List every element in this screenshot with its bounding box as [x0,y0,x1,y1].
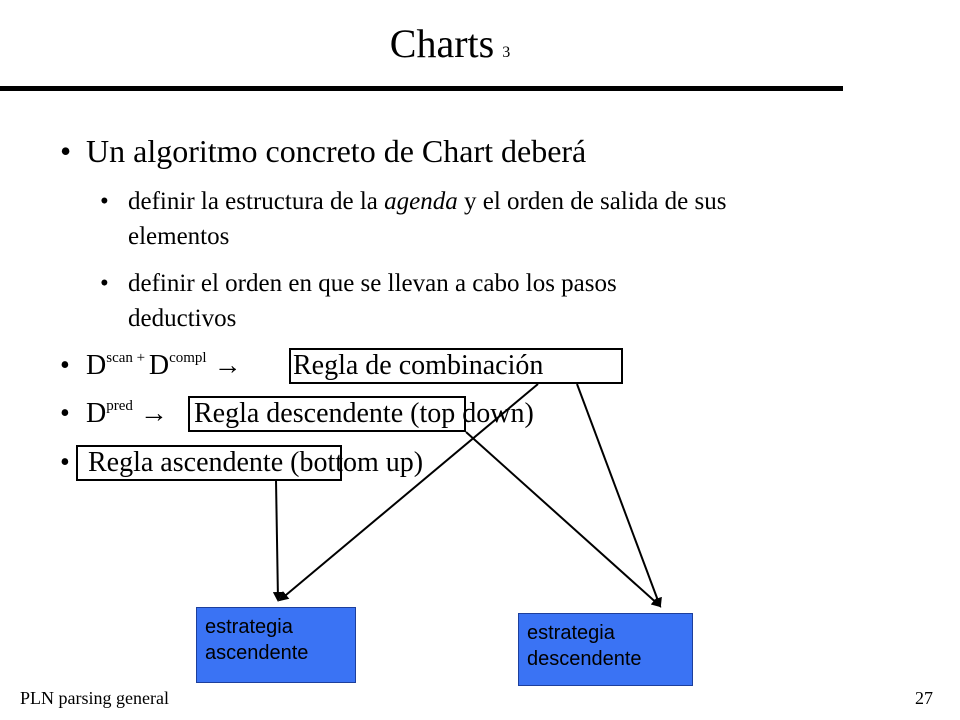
estrategia-descendente-line-2: descendente [527,648,642,670]
arrow-ascendente-to-ascendente [272,479,283,602]
estrategia-descendente-box: estrategia descendente [518,613,693,686]
sub-bullet-1-post: y el orden de salida de sus [457,188,727,215]
bullet-1-text: Un algoritmo concreto de Chart deberá [86,133,587,169]
estrategia-ascendente-box: estrategia ascendente [196,607,356,683]
bullet-2-rule: Regla de combinación [293,350,544,381]
title-underline [0,86,843,91]
footer-page-number: 27 [915,688,933,708]
sub-bullet-1-pre: definir la estructura de la [128,188,385,215]
sub-bullet-dot: • [100,270,109,297]
sub-bullet-dot: • [100,188,109,215]
bullet-3-text: Dpred → [86,397,175,431]
bullet-2-d1: D [86,350,107,381]
slide-title-text: Charts [389,21,495,66]
bullet-dot: • [60,447,70,478]
bullet-2-arrow: → [213,350,242,381]
bullet-dot: • [60,350,70,381]
rule-ascendente-box [76,445,342,481]
bullet-2-text: Dscan + Dcompl → [86,349,249,383]
estrategia-ascendente-line-2: ascendente [205,642,309,664]
slide-title-number: 3 [502,44,511,61]
arrow-descendente-to-descendente [465,431,662,608]
sub-bullet-1-emphasis: agenda [384,188,458,215]
bullet-dot: • [60,133,72,169]
bullet-3-sup-pred: pred [106,398,133,414]
bullet-dot: • [60,398,70,429]
arrow-combinacion-to-descendente [576,383,662,608]
sub-bullet-1-line-2: elementos [128,223,230,250]
estrategia-ascendente-line-1: estrategia [205,616,293,638]
estrategia-descendente-line-1: estrategia [527,622,615,644]
sub-bullet-1-line-1: definir la estructura de la agenda y el … [128,187,726,217]
bullet-3-arrow: → [139,398,168,429]
bullet-3-rule: Regla descendente (top down) [194,398,534,429]
bullet-2-d2: D [148,350,170,381]
arrow-combinacion-to-ascendente [278,383,539,602]
rule-combinacion-box [289,348,623,384]
bullet-2-sup-compl: compl [169,350,207,366]
sub-bullet-2-line-2: deductivos [128,305,237,332]
bullet-3-d: D [86,398,107,429]
bullet-4-rule: Regla ascendente (bottom up) [88,447,424,478]
bullet-2-sup-scan: scan + [106,350,149,366]
sub-bullet-2-line-1: definir el orden en que se llevan a cabo… [128,270,617,297]
slide-title: Charts 3 [0,16,900,81]
footer-course: PLN parsing general [20,688,169,708]
rule-descendente-box [188,396,466,432]
